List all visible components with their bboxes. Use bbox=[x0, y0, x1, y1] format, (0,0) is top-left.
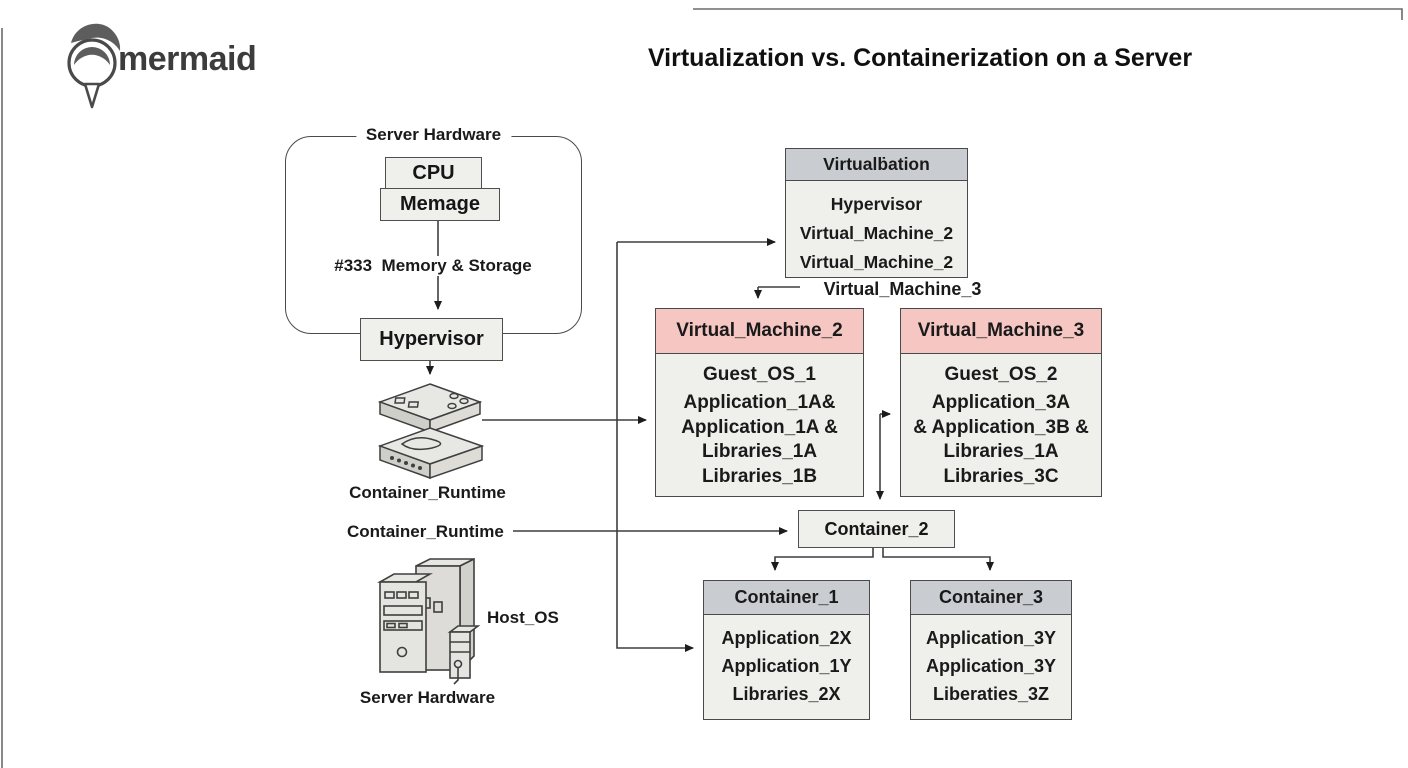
server-hardware-group-label: Server Hardware bbox=[355, 125, 512, 145]
container-runtime-edge-label: Container_Runtime bbox=[347, 522, 504, 542]
vm2-table-title: Virtual_Machine_2 bbox=[656, 309, 863, 354]
container1-table: Container_1 Application_2X Application_1… bbox=[703, 580, 870, 720]
table-row: Liberaties_3Z bbox=[932, 684, 1050, 704]
table-row: Libraries_1B bbox=[701, 465, 818, 487]
vm2-table: Virtual_Machine_2 Guest_OS_1 Application… bbox=[655, 308, 864, 497]
table-row: Libraries_1A bbox=[943, 441, 1059, 463]
table-row: Virtual_Machine_2 bbox=[799, 223, 954, 243]
memage-node: Memage bbox=[380, 188, 500, 221]
vm3-table-title: Virtual_Machine_3 bbox=[901, 309, 1101, 354]
table-row: Application_3A bbox=[931, 392, 1071, 414]
mermaid-logo-icon bbox=[67, 23, 121, 109]
table-row: Application_2X bbox=[721, 628, 852, 648]
server-hardware-group: Server Hardware bbox=[285, 125, 582, 334]
server-hardware-icon-label: Server Hardware bbox=[340, 688, 515, 708]
table-row: Application_1Y bbox=[721, 656, 852, 676]
host-os-label: Host_OS bbox=[487, 608, 559, 628]
virtualization-table-title: Virtualḃation bbox=[786, 149, 967, 181]
virtualization-table: Virtualḃation Hypervisor Virtual_Machine… bbox=[785, 148, 968, 278]
table-row: Application_1A & bbox=[681, 416, 838, 438]
vm3-table: Virtual_Machine_3 Guest_OS_2 Application… bbox=[900, 308, 1102, 497]
container1-table-title: Container_1 bbox=[704, 581, 869, 615]
table-row: Guest_OS_1 bbox=[703, 364, 816, 385]
table-row: Hypervisor bbox=[830, 194, 923, 214]
container3-table-title: Container_3 bbox=[911, 581, 1071, 615]
host-os-server-icon bbox=[376, 558, 481, 685]
page-title: Virtualization vs. Containerization on a… bbox=[647, 44, 1193, 72]
container3-table: Container_3 Application_3Y Application_3… bbox=[910, 580, 1072, 720]
table-row: Application_3Y bbox=[925, 656, 1057, 676]
table-row: Guest_OS_2 bbox=[944, 364, 1058, 385]
table-row: Libraries_3C bbox=[943, 465, 1059, 487]
table-row: Libraries_1A bbox=[701, 441, 818, 463]
table-row: Virtual_Machine_2 bbox=[799, 252, 954, 272]
container-runtime-icon bbox=[377, 383, 485, 480]
hypervisor-node: Hypervisor bbox=[360, 318, 503, 361]
container2-node: Container_2 bbox=[798, 510, 955, 548]
container-runtime-icon-label: Container_Runtime bbox=[340, 483, 515, 503]
table-row: & Application_3B & bbox=[913, 416, 1089, 438]
cpu-node: CPU bbox=[385, 157, 482, 190]
brand-wordmark: mermaid bbox=[118, 40, 257, 78]
vm3-edge-label: Virtual_Machine_3 bbox=[800, 279, 1005, 300]
table-row: Application_3Y bbox=[925, 628, 1057, 648]
table-row: Libraries_2X bbox=[732, 684, 841, 704]
memory-storage-edge-label: #333 Memory & Storage bbox=[300, 256, 566, 276]
table-row: Application_1A& bbox=[683, 392, 836, 414]
